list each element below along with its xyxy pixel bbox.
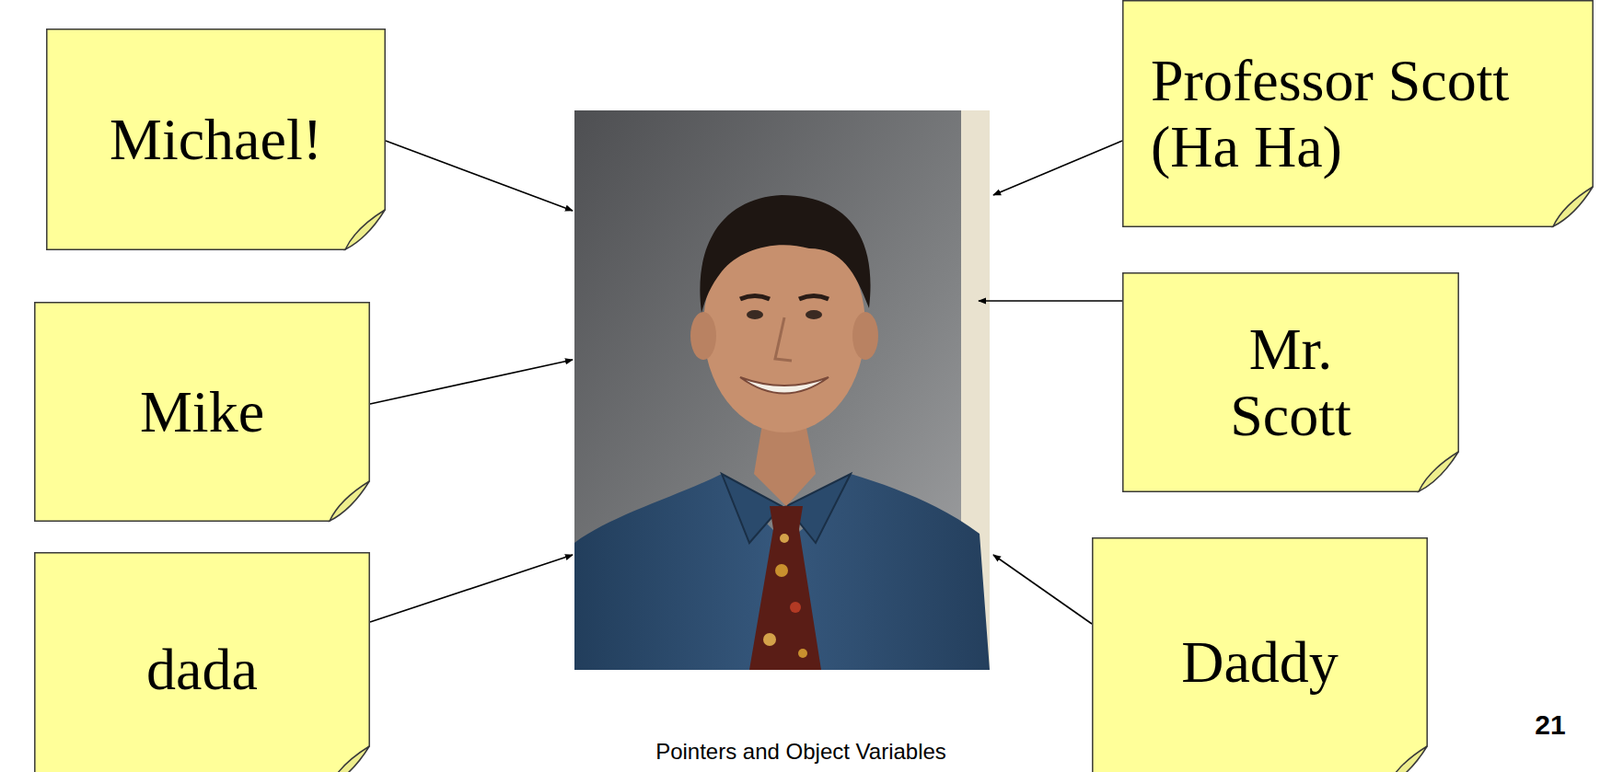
leader-arrow: [370, 359, 573, 405]
leader-arrow: [993, 140, 1123, 196]
sticky-note: Professor Scott (Ha Ha): [1122, 0, 1594, 228]
note-text: dada: [146, 637, 258, 704]
portrait-photo: [574, 110, 990, 671]
note-fold: [329, 746, 370, 772]
leader-arrow: [370, 555, 573, 623]
leader-arrow: [385, 140, 573, 211]
note-fold: [345, 209, 385, 250]
sticky-note: Daddy: [1091, 537, 1428, 772]
note-text: Mike: [139, 379, 265, 446]
footer-title: Pointers and Object Variables: [655, 739, 947, 766]
note-body: [46, 29, 385, 250]
note-body: [1092, 538, 1427, 772]
note-fold: [329, 481, 370, 522]
note-fold: [1387, 746, 1427, 772]
note-body: [1123, 273, 1459, 492]
sticky-note: Michael!: [46, 28, 386, 251]
note-fold: [1418, 452, 1459, 492]
sticky-note: Mike: [34, 301, 371, 522]
leader-arrow: [993, 555, 1092, 625]
leader-arrow: [978, 300, 1123, 302]
note-text: Daddy: [1181, 629, 1339, 696]
leader-arrows: [370, 140, 1123, 625]
note-body: [1123, 0, 1593, 227]
note-fold: [1553, 186, 1593, 227]
note-text: Professor Scott (Ha Ha): [1150, 47, 1566, 180]
slide-number: 21: [1534, 709, 1566, 742]
note-text: Mr. Scott: [1198, 316, 1383, 449]
note-body: [34, 302, 370, 522]
note-text: Michael!: [109, 106, 323, 174]
sticky-note: dada: [34, 552, 371, 772]
note-body: [34, 553, 370, 772]
sticky-note: Mr. Scott: [1122, 272, 1460, 493]
